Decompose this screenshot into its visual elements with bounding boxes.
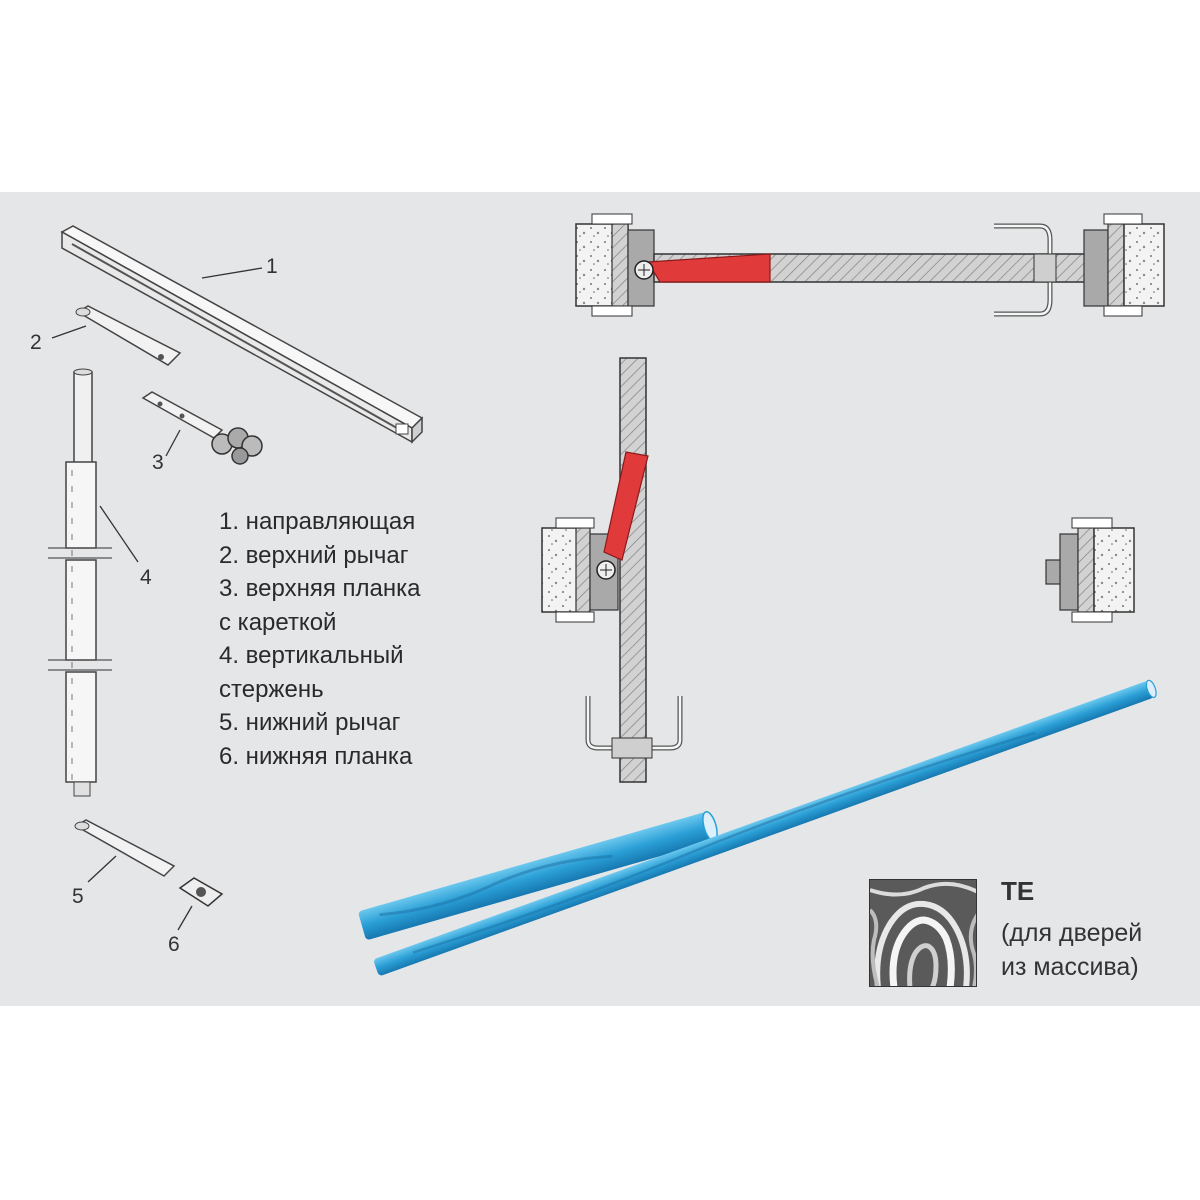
te-note: (для дверей из массива) [1001,916,1200,984]
parts-legend: 1. направляющая 2. верхний рычаг 3. верх… [219,505,519,773]
te-note-line-2: из массива) [1001,953,1139,981]
guide-rail-part [60,225,424,444]
legend-item-upper-lever: 2. верхний рычаг [219,541,409,569]
callout-label-6: 6 [168,933,180,956]
wood-grain-icon [869,879,977,987]
callout-label-1: 1 [266,255,278,278]
callout-label-3: 3 [152,451,164,474]
legend-item-upper-plate: 3. верхняя планка [219,575,421,602]
callout-line-4 [99,505,139,563]
side-view-diagram [541,357,683,783]
lower-lever-part [74,819,176,877]
callout-label-5: 5 [72,885,84,908]
callout-line-2 [51,325,87,339]
callout-line-5 [87,855,117,883]
callout-line-1 [201,267,263,279]
te-title: TE [1001,876,1035,906]
legend-item-vertical-rod-cont: стержень [219,675,324,703]
upper-lever-part [75,305,182,366]
blue-rods [358,679,1157,976]
wall-section-detail [1045,517,1135,623]
callout-line-6 [177,905,193,931]
callout-label-4: 4 [140,566,152,589]
callout-label-2: 2 [30,331,42,354]
legend-item-lower-lever: 5. нижний рычаг [219,709,401,736]
upper-plate-carriage-part [141,391,263,465]
legend-item-lower-plate: 6. нижняя планка [219,742,413,770]
lower-plate-part [178,877,224,907]
callout-line-3 [165,429,181,457]
vertical-rod-part [48,368,112,797]
legend-item-vertical-rod: 4. вертикальный [219,642,404,669]
legend-item-upper-plate-cont: с кареткой [219,608,337,636]
legend-item-guide-rail: 1. направляющая [219,508,416,535]
te-note-line-1: (для дверей [1001,919,1143,947]
top-view-diagram [575,213,1165,317]
